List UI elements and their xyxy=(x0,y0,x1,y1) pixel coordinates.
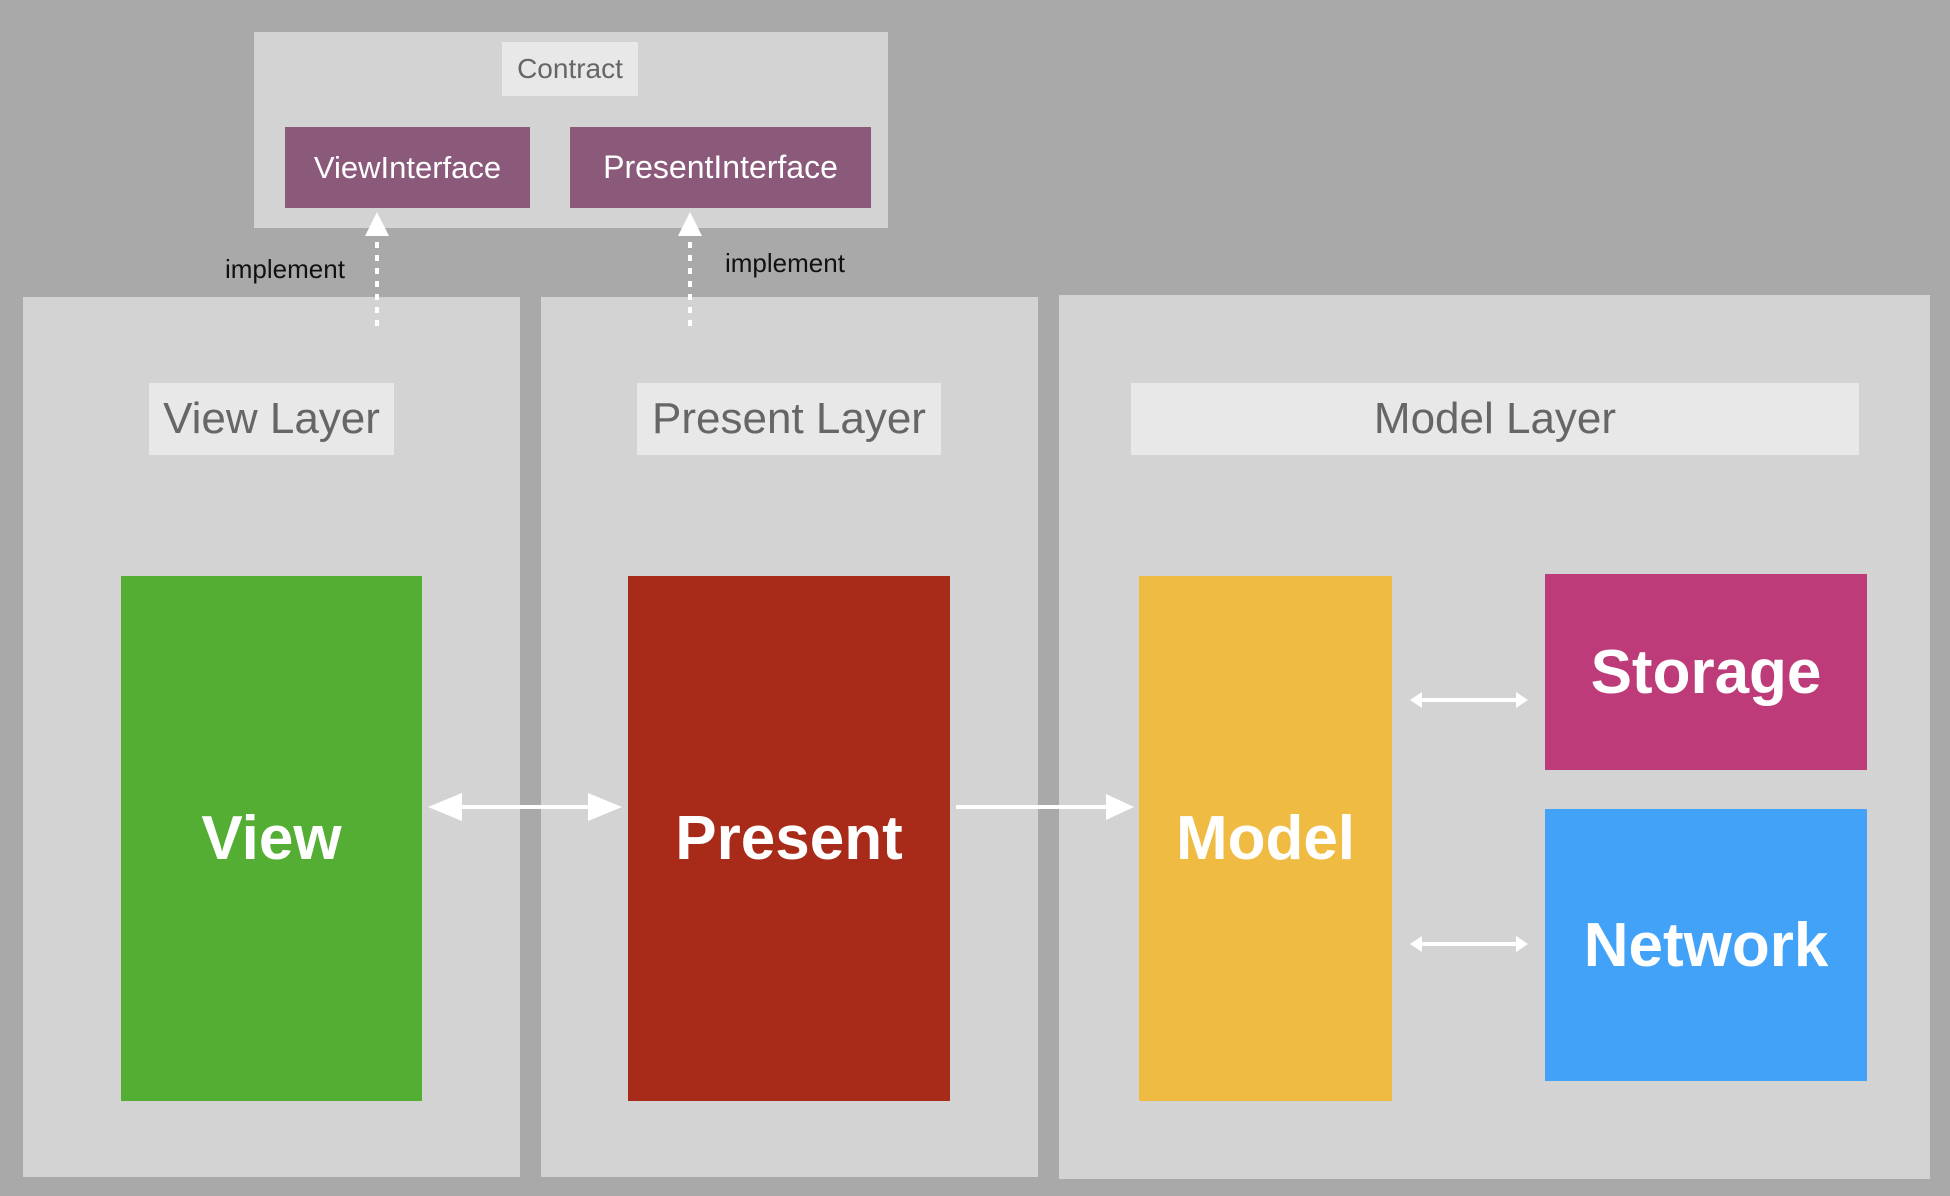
implement-arrow-view xyxy=(365,212,389,326)
view-layer-title: View Layer xyxy=(149,383,394,455)
contract-title: Contract xyxy=(502,42,638,96)
storage-block: Storage xyxy=(1545,574,1867,770)
model-layer-title: Model Layer xyxy=(1131,383,1859,455)
present-layer-title: Present Layer xyxy=(637,383,941,455)
present-model-arrow xyxy=(956,794,1134,820)
network-block: Network xyxy=(1545,809,1867,1081)
view-present-arrow xyxy=(428,793,622,821)
view-interface-box: ViewInterface xyxy=(285,127,530,208)
implement-arrow-present xyxy=(678,212,702,326)
implement-label-present: implement xyxy=(725,248,845,278)
present-block: Present xyxy=(628,576,950,1101)
present-interface-box: PresentInterface xyxy=(570,127,871,208)
model-network-arrow xyxy=(1410,936,1528,952)
view-block: View xyxy=(121,576,422,1101)
implement-label-view: implement xyxy=(225,254,345,284)
model-block: Model xyxy=(1139,576,1392,1101)
model-storage-arrow xyxy=(1410,692,1528,708)
